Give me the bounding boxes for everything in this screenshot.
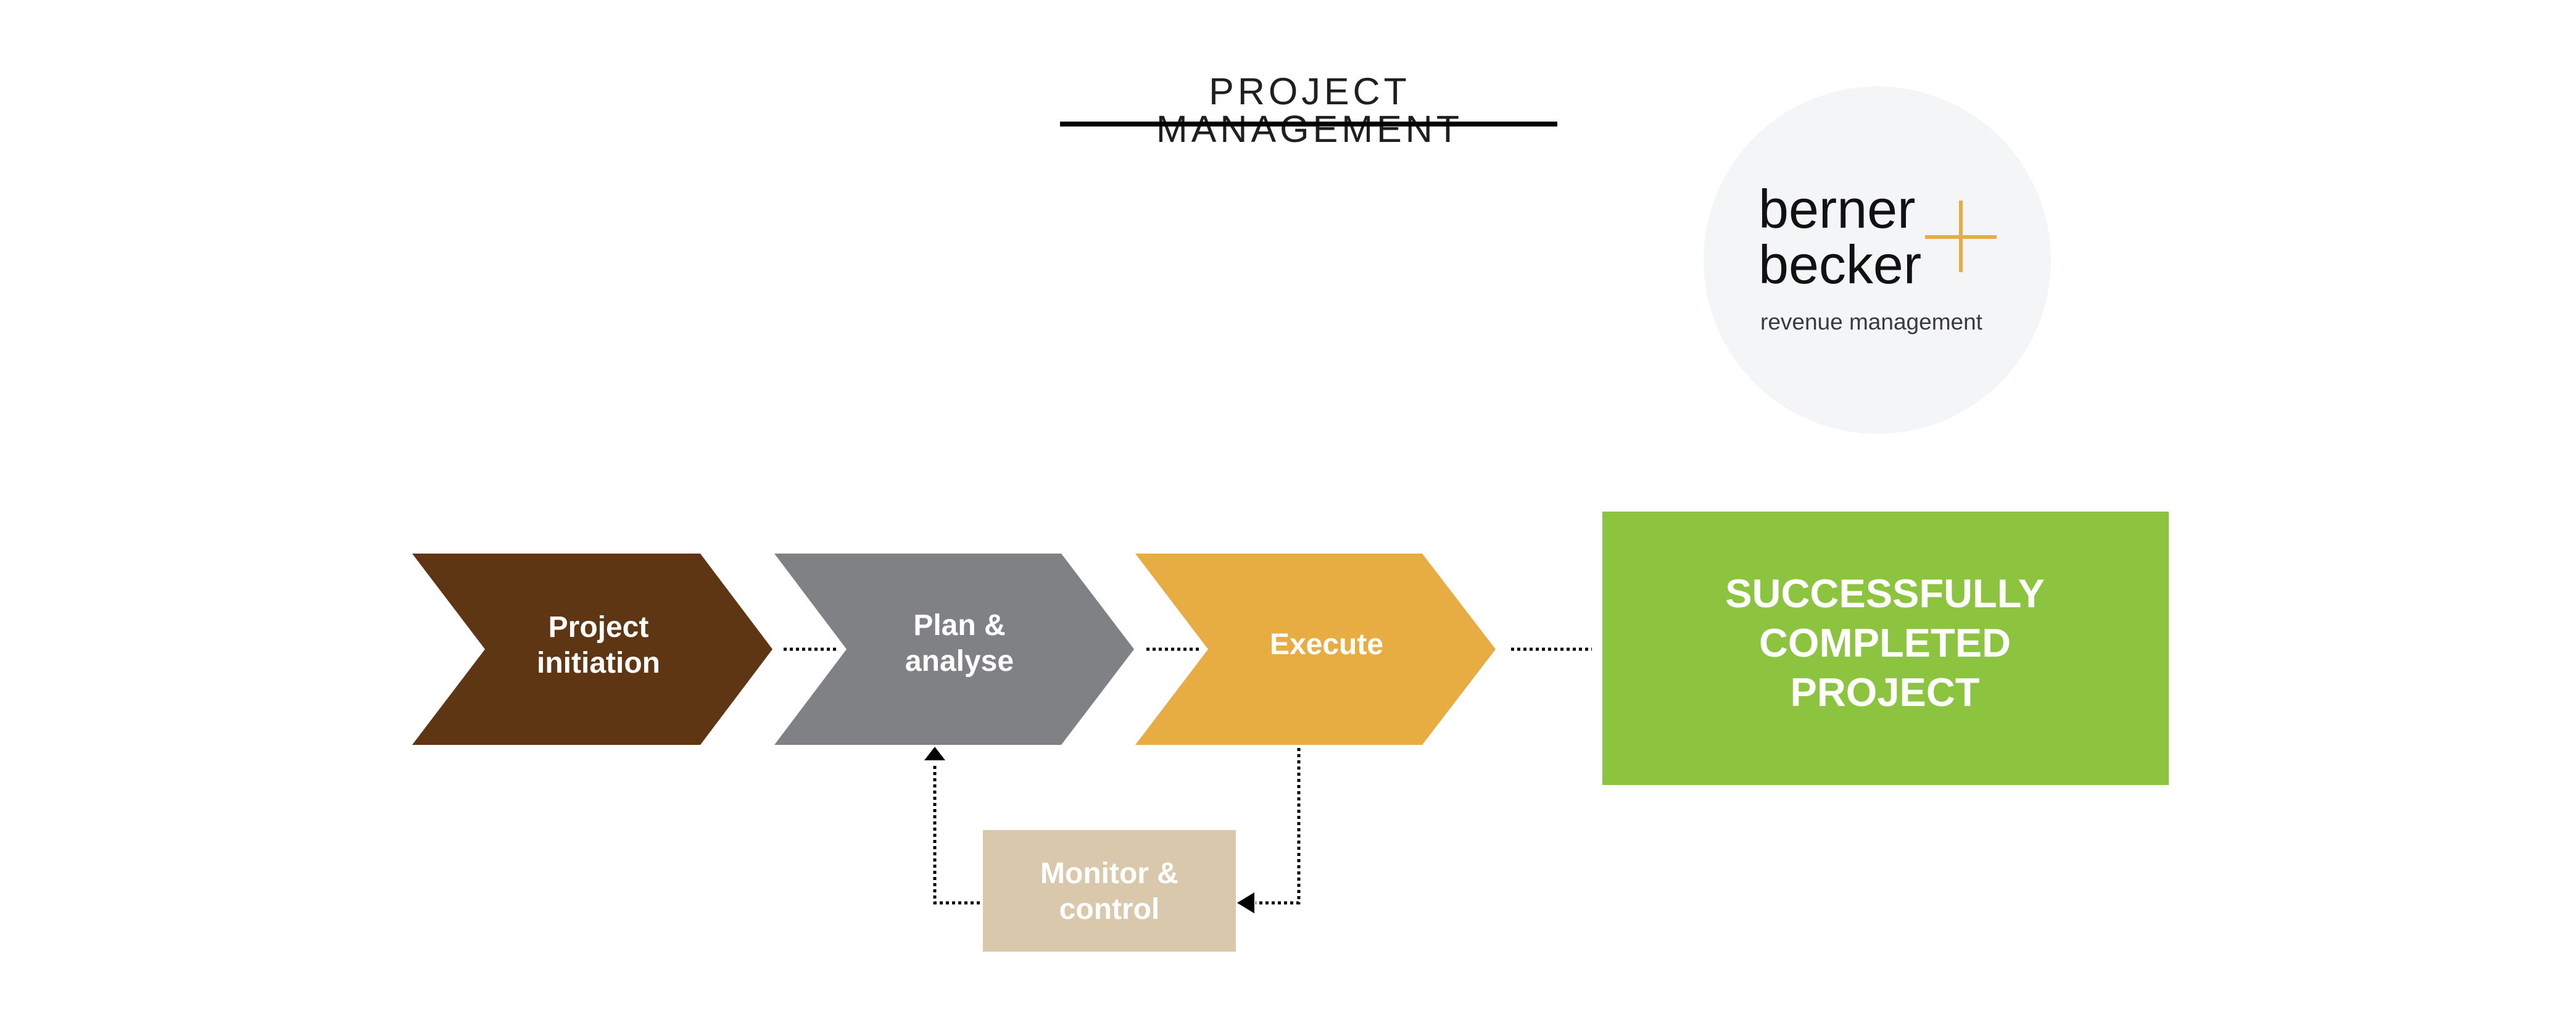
- step-execute-chevron: [1135, 554, 1496, 745]
- step-plan-label: Plan & analyse: [842, 608, 1077, 679]
- step-initiation-chevron: [412, 554, 772, 745]
- result-label-line3: PROJECT: [1790, 669, 1980, 715]
- monitor-box: [983, 830, 1236, 952]
- logo-word-berner: berner: [1758, 178, 1916, 239]
- loop-monitor-to-plan: [933, 764, 980, 905]
- logo-badge: [1704, 86, 2051, 434]
- result-label: SUCCESSFULLY COMPLETED PROJECT: [1601, 569, 2169, 717]
- step-plan-chevron: [774, 554, 1134, 745]
- step-execute-label: Execute: [1269, 628, 1384, 661]
- loop-arrowhead-plan-icon: [924, 747, 945, 760]
- title-underline: [1060, 122, 1557, 127]
- loop-arrowhead-monitor-icon: [1237, 892, 1254, 913]
- step-initiation-label: Project initiation: [481, 610, 716, 681]
- page-title: PROJECT MANAGEMENT: [1156, 70, 1464, 150]
- result-label-line1: SUCCESSFULLY: [1725, 571, 2045, 616]
- logo-plus-icon-vertical: [1959, 201, 1963, 272]
- result-label-line2: COMPLETED: [1758, 620, 2011, 665]
- step-initiation-label-line2: initiation: [537, 646, 660, 679]
- result-box: [1602, 512, 2169, 785]
- monitor-label-line2: control: [1059, 892, 1160, 926]
- logo-tagline: revenue management: [1760, 309, 1982, 334]
- monitor-label-line1: Monitor &: [1040, 857, 1178, 890]
- step-plan-label-line2: analyse: [905, 644, 1014, 678]
- step-initiation-label-line1: Project: [548, 611, 649, 644]
- monitor-label: Monitor & control: [983, 856, 1236, 927]
- logo-word-becker: becker: [1758, 234, 1922, 295]
- loop-execute-to-monitor: [1256, 748, 1301, 905]
- step-plan-label-line1: Plan &: [913, 609, 1006, 642]
